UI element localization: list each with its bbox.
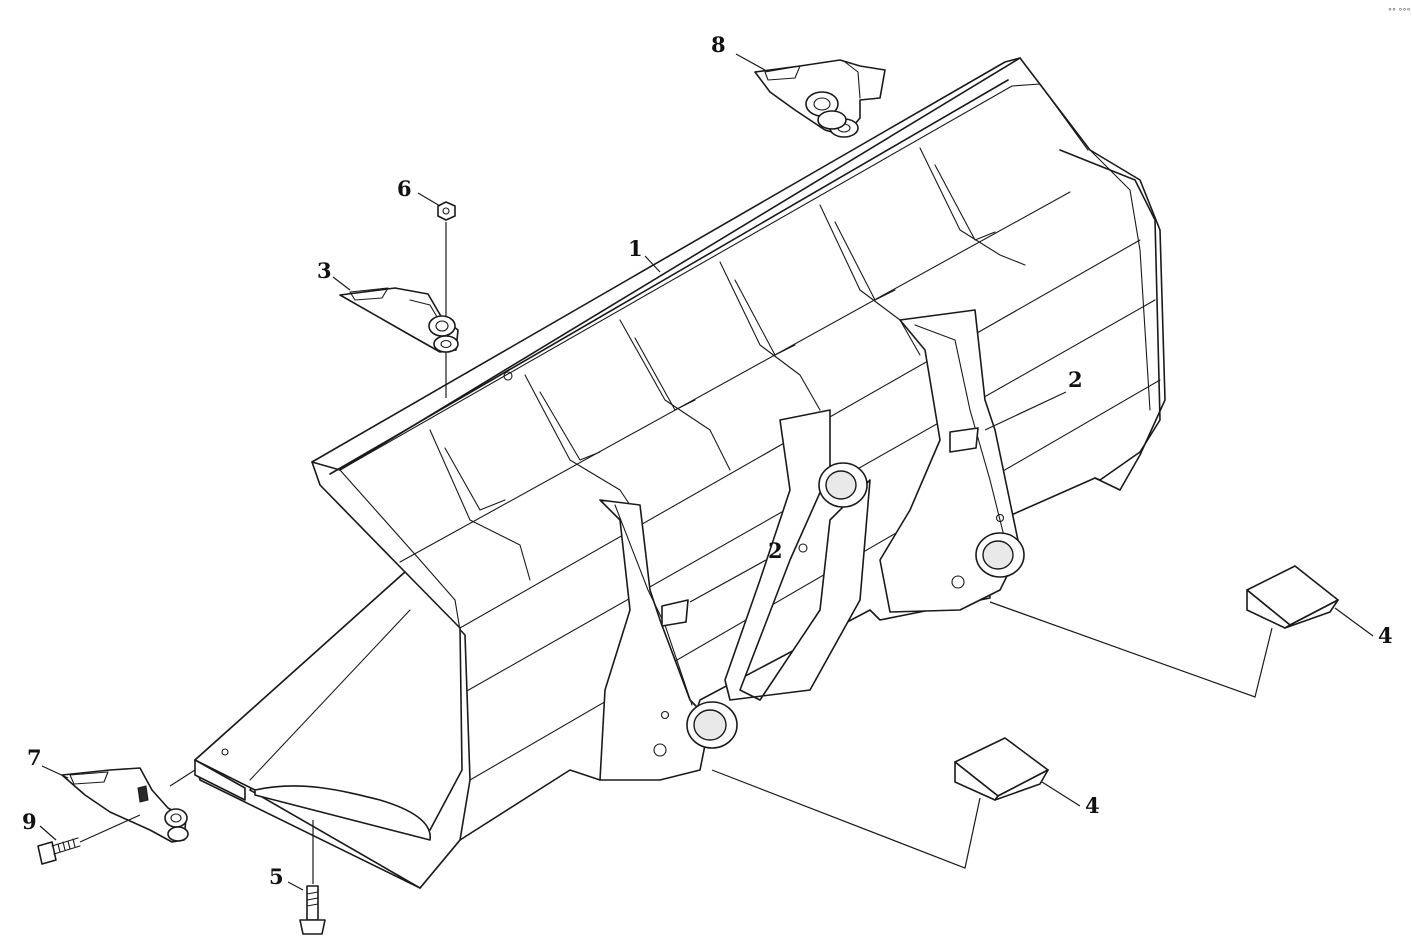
tooth-adapter-item-8 (754, 59, 886, 138)
mounting-bracket-left (599, 409, 871, 781)
callout-4-lower: 4 (1085, 793, 1100, 818)
wear-pad-item-4-lower (954, 737, 1049, 801)
callout-6: 6 (397, 176, 412, 201)
tooth-adapter-item-3 (339, 287, 459, 353)
callout-3: 3 (317, 258, 332, 283)
callout-9: 9 (22, 809, 37, 834)
callout-4-upper: 4 (1378, 623, 1393, 648)
hex-nut-item-6 (437, 201, 456, 221)
wear-pad-item-4-upper (1246, 565, 1339, 629)
callout-2-right: 2 (1068, 367, 1083, 392)
callout-1: 1 (628, 236, 643, 261)
callout-8: 8 (711, 32, 726, 57)
corner-mark: °° °°° (1388, 7, 1411, 16)
tooth-adapter-item-7 (61, 767, 189, 843)
mounting-bracket-right (879, 309, 1025, 613)
callout-2-left: 2 (768, 538, 783, 563)
bolt-item-5 (299, 885, 326, 935)
bucket-body (194, 57, 1166, 889)
callout-7: 7 (27, 745, 42, 770)
callout-5: 5 (269, 864, 284, 889)
bolt-item-9 (37, 837, 81, 865)
